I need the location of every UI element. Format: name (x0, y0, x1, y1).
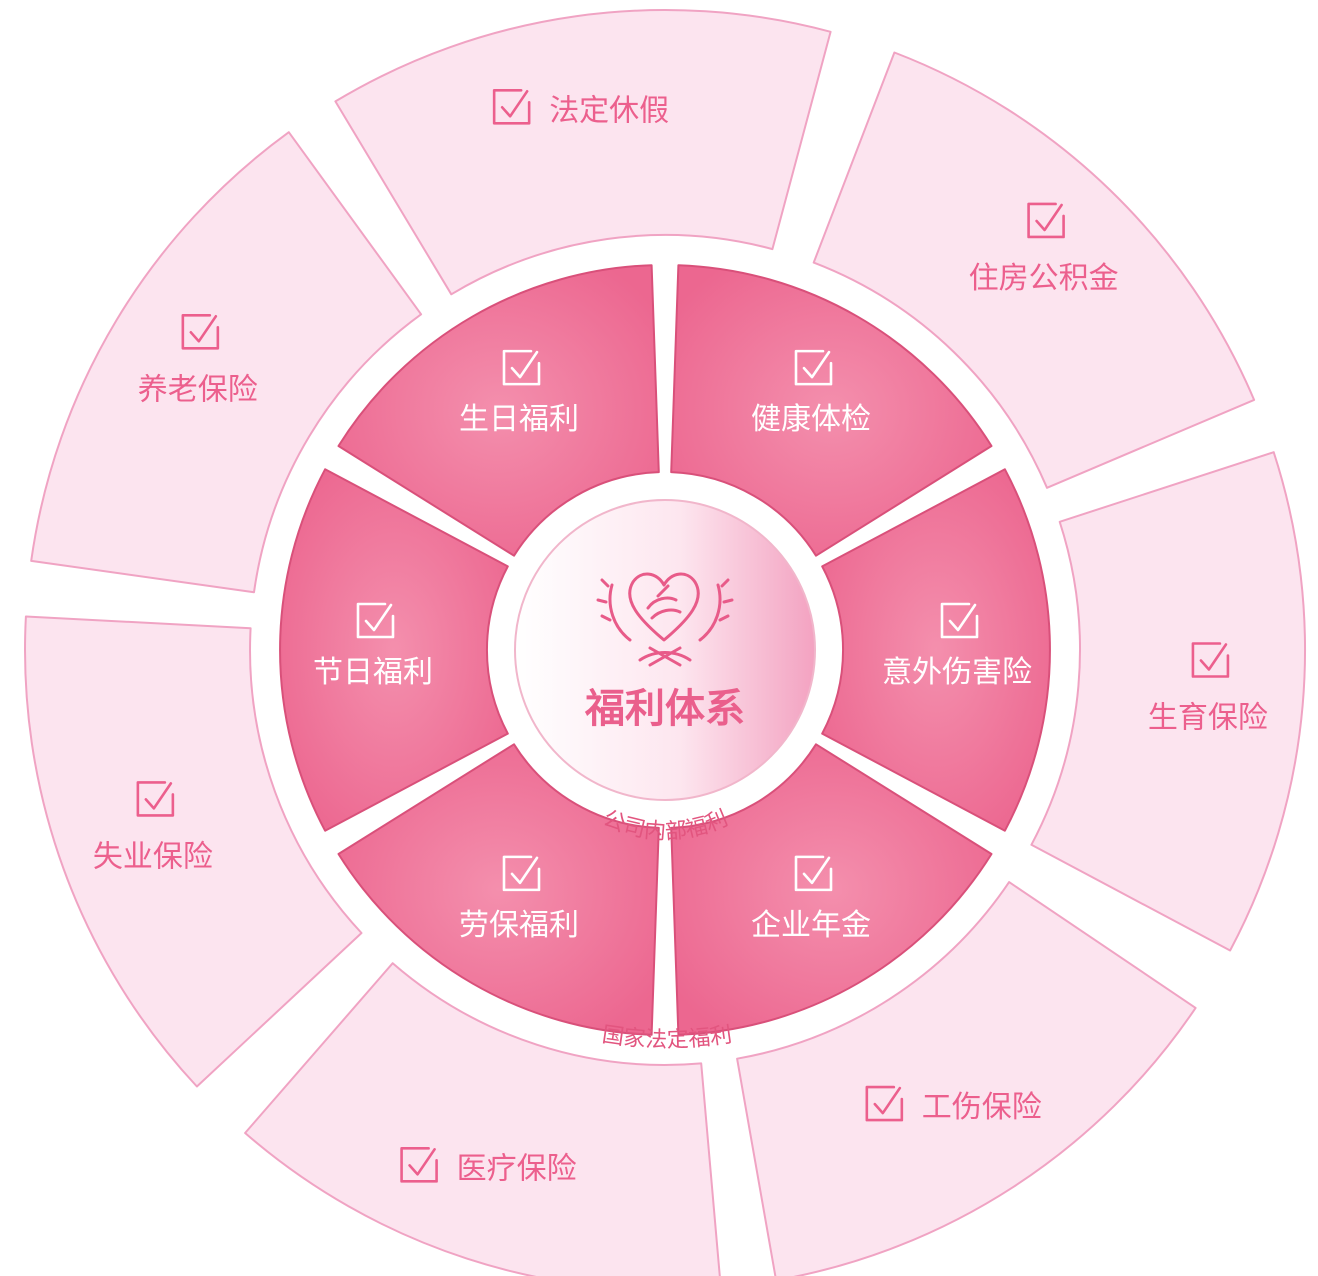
outer-segment: 法定休假 (334, 9, 832, 296)
outer-segment: 医疗保险 (244, 962, 721, 1276)
checkbox-checked-icon (794, 855, 833, 892)
inner-segment: 劳保福利 (337, 743, 660, 1036)
outer-ring-label: 国家法定福利 (600, 1023, 733, 1053)
checkbox-checked-icon (400, 1147, 438, 1183)
outer-segment-shape (244, 962, 721, 1276)
outer-segment: 工伤保险 (736, 881, 1197, 1276)
inner-item-label: 企业年金 (751, 908, 871, 943)
inner-segment: 节日福利 (279, 468, 509, 832)
outer-segment: 生育保险 (1030, 451, 1307, 952)
outer-segment-shape (1030, 451, 1307, 952)
checkbox-checked-icon (356, 602, 395, 639)
inner-segment-shape (337, 743, 660, 1036)
outer-item-label: 法定休假 (549, 93, 669, 128)
outer-item-label: 失业保险 (93, 839, 213, 874)
inner-segment: 企业年金 (670, 743, 993, 1036)
checkbox-checked-icon (940, 602, 979, 639)
outer-item-label: 工伤保险 (922, 1090, 1042, 1125)
checkbox-checked-icon (865, 1085, 904, 1122)
inner-segment-shape (821, 468, 1051, 832)
checkbox-checked-icon (1027, 202, 1065, 239)
outer-segment-shape (736, 881, 1197, 1276)
checkbox-checked-icon (492, 89, 531, 125)
inner-item-label: 健康体检 (751, 402, 871, 437)
inner-segment: 健康体检 (670, 264, 993, 557)
outer-segment-shape (24, 615, 363, 1088)
outer-segment-shape (812, 51, 1256, 489)
outer-item-label: 养老保险 (138, 372, 258, 407)
inner-segment: 意外伤害险 (821, 468, 1051, 832)
inner-item-label: 节日福利 (313, 655, 433, 690)
outer-segment-shape (30, 131, 423, 594)
outer-item-label: 住房公积金 (969, 261, 1119, 296)
heart-hand-laurel-icon (596, 572, 734, 667)
center-circle (514, 499, 816, 801)
inner-item-label: 生日福利 (459, 402, 579, 437)
inner-item-label: 意外伤害险 (882, 655, 1032, 690)
inner-item-label: 劳保福利 (459, 908, 579, 943)
inner-segment-shape (279, 468, 509, 832)
outer-segment: 失业保险 (24, 615, 363, 1088)
checkbox-checked-icon (181, 314, 220, 350)
checkbox-checked-icon (794, 349, 833, 386)
center-hub: 福利体系 (514, 499, 816, 801)
inner-segment-shape (670, 264, 993, 557)
outer-item-label: 生育保险 (1148, 701, 1268, 736)
checkbox-checked-icon (502, 855, 541, 892)
inner-segment: 生日福利 (337, 264, 660, 557)
outer-segment-shape (334, 9, 832, 296)
outer-item-label: 医疗保险 (457, 1151, 577, 1186)
checkbox-checked-icon (502, 349, 541, 386)
outer-segment: 住房公积金 (812, 51, 1256, 489)
center-title: 福利体系 (584, 686, 745, 732)
checkbox-checked-icon (136, 781, 175, 817)
checkbox-checked-icon (1191, 642, 1230, 678)
inner-segment-shape (337, 264, 660, 557)
outer-segment: 养老保险 (30, 131, 423, 594)
